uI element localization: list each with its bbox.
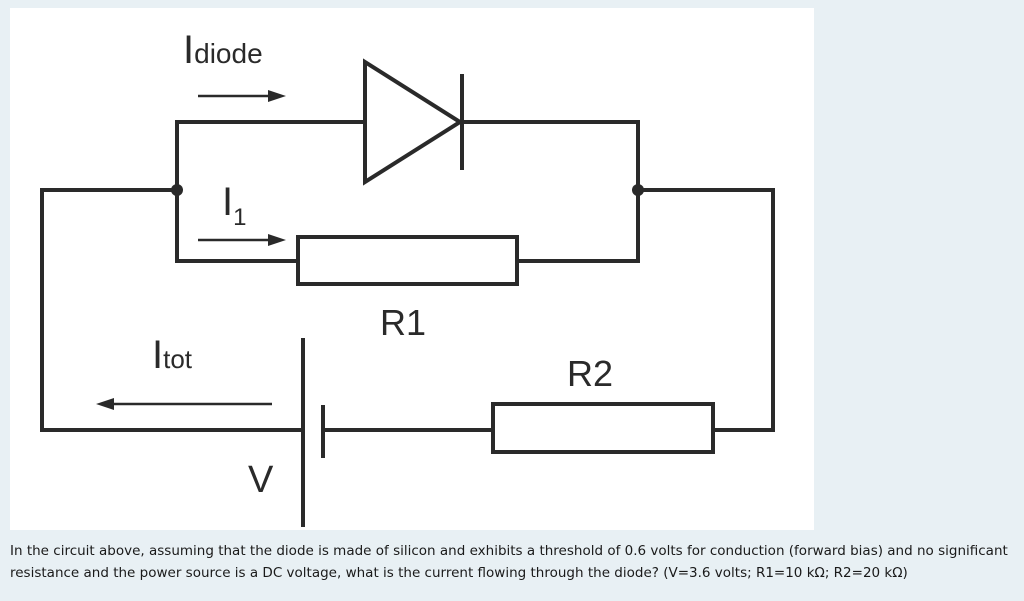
wire-diode-branch-right xyxy=(462,120,640,190)
label-i-tot-sub: tot xyxy=(163,344,193,374)
wire-r1-branch-right xyxy=(517,190,640,263)
label-i-1-sub: 1 xyxy=(233,204,246,231)
arrow-i-diode xyxy=(198,90,286,102)
wire-left-loop xyxy=(40,188,303,432)
resistor-r1 xyxy=(296,235,519,286)
label-i-diode-main: I xyxy=(183,28,194,72)
junction-right xyxy=(632,184,644,196)
wire-right-loop xyxy=(638,188,775,432)
label-i-tot: Itot xyxy=(152,333,193,377)
label-i-1-main: I xyxy=(222,180,233,224)
wire-diode-branch-left xyxy=(175,120,365,190)
label-i-diode-sub: diode xyxy=(194,38,263,69)
label-i-1: I1 xyxy=(222,180,246,231)
arrow-i-tot xyxy=(96,398,272,410)
label-i-diode: Idiode xyxy=(183,28,263,72)
junction-left xyxy=(171,184,183,196)
question-text: In the circuit above, assuming that the … xyxy=(10,543,1008,581)
label-r2: R2 xyxy=(567,353,613,394)
label-v: V xyxy=(248,459,274,501)
label-r1: R1 xyxy=(380,302,426,343)
circuit-wires xyxy=(40,120,775,432)
label-i-tot-main: I xyxy=(152,333,163,377)
wire-r1-branch-left xyxy=(175,190,298,263)
resistor-r2 xyxy=(491,402,715,454)
arrow-i-1 xyxy=(198,234,286,246)
diode-triangle xyxy=(363,58,464,186)
battery xyxy=(301,338,325,527)
diode xyxy=(363,58,464,186)
